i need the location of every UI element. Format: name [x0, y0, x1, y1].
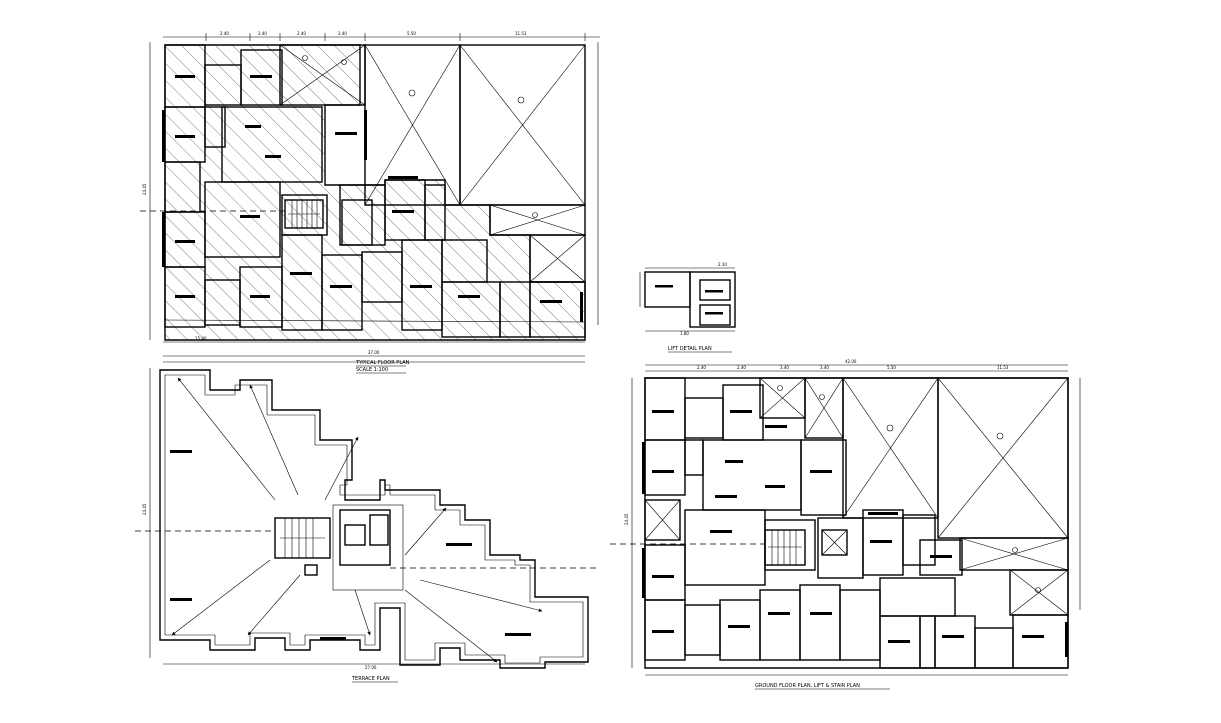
plan1-title: TYPICAL FLOOR PLAN — [355, 360, 410, 366]
ground-floor-plan: 42.00 24.45 2.40 2.40 3.40 3.40 5.50 11.… — [610, 359, 1081, 690]
plan1-windows — [162, 110, 583, 322]
typical-floor-plan: 2.40 3.40 2.40 3.40 5.50 11.53 15.40 27.… — [140, 31, 600, 374]
lift-detail: 2.10 1.80 LIFT DETAIL PLAN — [639, 262, 736, 353]
lift-dim-1: 2.10 — [718, 262, 727, 267]
plan1-dim-top-3: 2.40 — [297, 31, 306, 36]
plan1-dim-top-5: 5.50 — [407, 31, 416, 36]
plan1-dim-top-4: 3.40 — [338, 31, 347, 36]
plan1-open-courts — [279, 44, 586, 283]
plan3-dim-top-2: 2.40 — [737, 365, 746, 370]
plan1-subtitle: SCALE 1:100 — [356, 367, 388, 373]
plan3-stair-core — [764, 529, 848, 566]
plan3-windows — [642, 442, 1068, 657]
plan3-overall-dimension: 42.00 — [845, 359, 857, 364]
terrace-labels — [170, 450, 531, 640]
terrace-parapet-inner — [164, 374, 584, 664]
terrace-plan: 27.00 24.45 — [135, 361, 600, 683]
lift-detail-title: LIFT DETAIL PLAN — [668, 346, 712, 352]
terrace-parapet-outer — [159, 369, 589, 669]
plan1-dim-top-6: 11.53 — [515, 31, 527, 36]
plan1-dim-top-1: 2.40 — [220, 31, 229, 36]
plan2-overall-dimension: 27.00 — [365, 665, 377, 670]
plan3-dim-top-5: 5.50 — [887, 365, 896, 370]
plan1-overall-dimension: 27.00 — [368, 350, 380, 355]
terrace-slope-arrows — [171, 377, 543, 663]
lift-dim-2: 1.80 — [680, 331, 689, 336]
plan1-dimension-lines — [149, 33, 600, 357]
plan3-dim-top-1: 2.40 — [697, 365, 706, 370]
plan3-outer-wall — [644, 377, 1069, 669]
plan1-staircase — [284, 199, 373, 246]
plan1-room-labels — [175, 75, 562, 303]
plan3-dim-top-3: 3.40 — [780, 365, 789, 370]
plan2-side-dimension: 24.45 — [142, 503, 147, 515]
plan3-room-labels — [652, 410, 1044, 643]
plan1-top-dimension-labels: 2.40 3.40 2.40 3.40 5.50 11.53 — [220, 31, 527, 36]
plan3-top-dimension-labels: 2.40 2.40 3.40 3.40 5.50 11.53 — [697, 365, 1009, 370]
plan3-dim-top-6: 11.53 — [997, 365, 1009, 370]
plan1-apartment-hatch — [165, 45, 585, 340]
plan3-title: GROUND FLOOR PLAN, LIFT & STAIR PLAN — [755, 683, 860, 689]
plan3-side-dimension: 24.45 — [624, 513, 629, 525]
plan1-dim-top-2: 3.40 — [258, 31, 267, 36]
plan2-title: TERRACE PLAN — [351, 676, 390, 682]
terrace-stair-core — [274, 504, 404, 591]
plan3-room-partitions — [644, 377, 1069, 669]
plan3-open-courts — [644, 377, 1069, 616]
plan1-side-dimension: 24.45 — [142, 183, 147, 195]
plan3-dim-top-4: 3.40 — [820, 365, 829, 370]
